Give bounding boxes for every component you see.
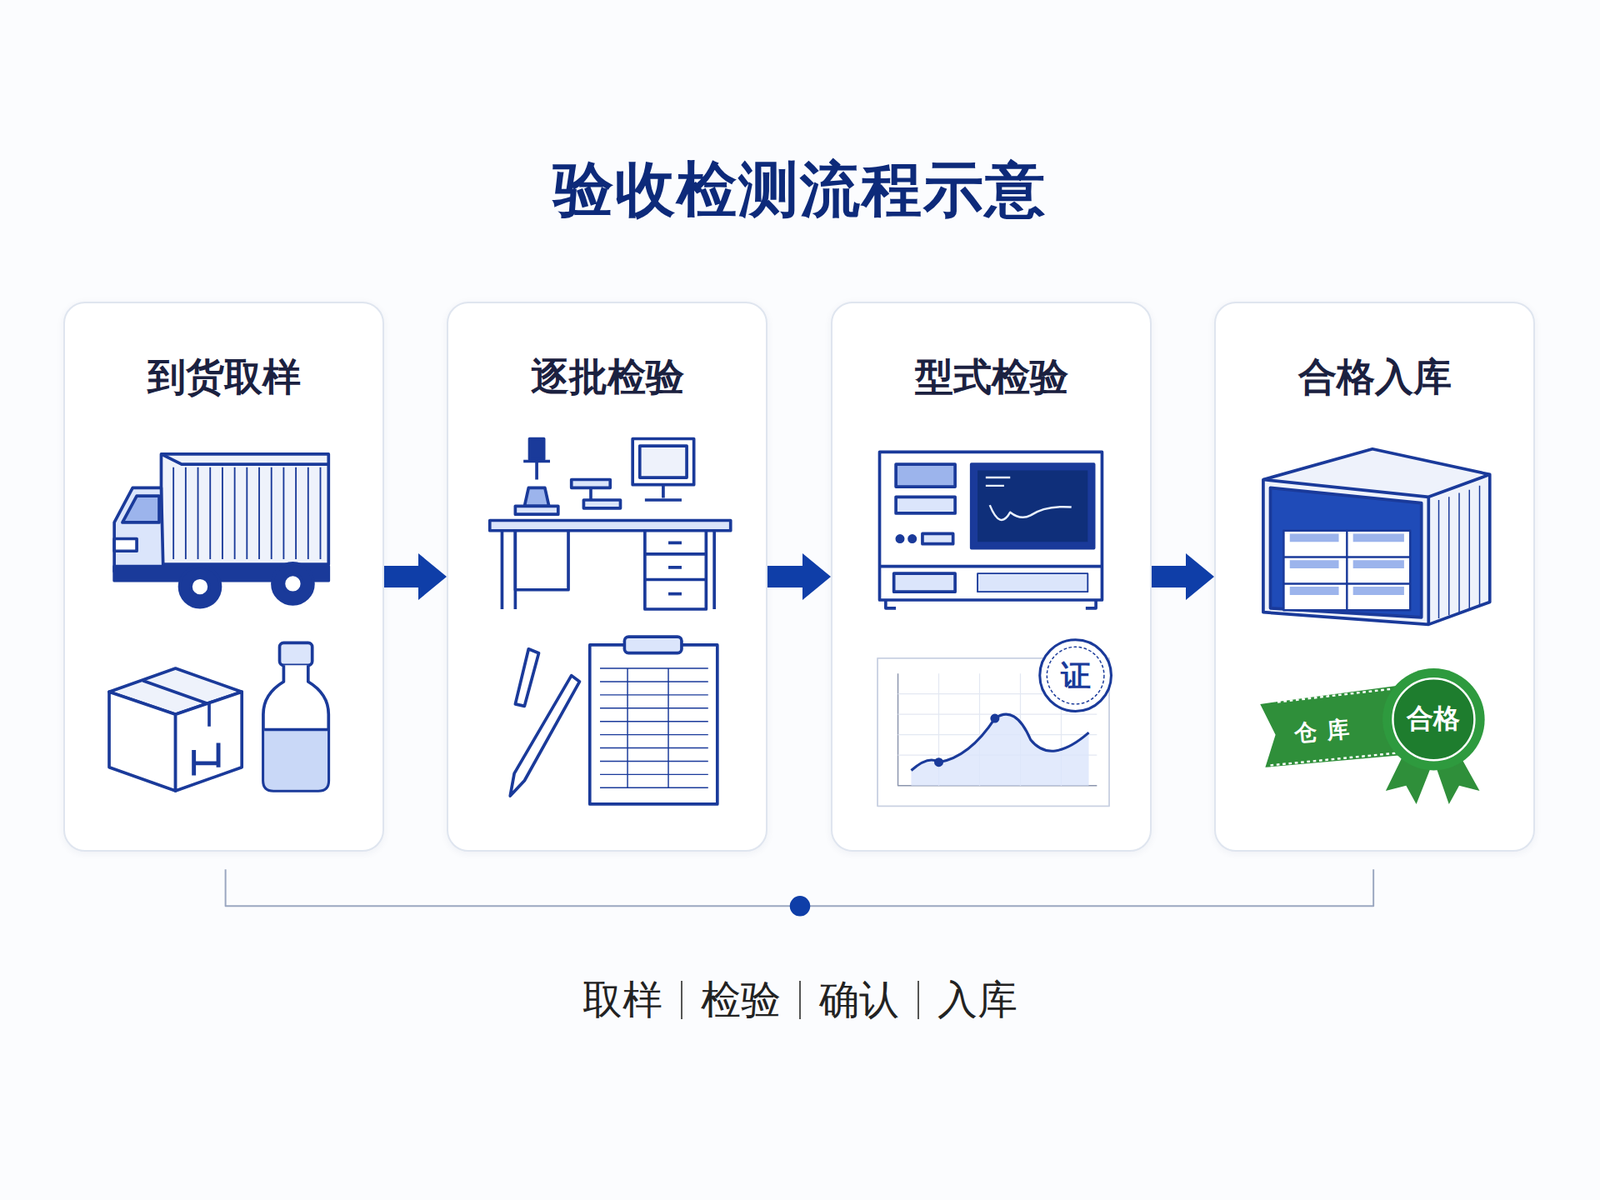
flow-arrow — [1151, 553, 1215, 600]
card-heading: 逐批检验 — [448, 351, 766, 404]
process-card: 到货取样 — [63, 301, 385, 852]
icon-text: 合格 — [1406, 700, 1460, 738]
process-card: 型式检验 — [830, 301, 1152, 852]
process-card: 合格入库 — [1214, 301, 1535, 852]
diagram-title: 验收检测流程示意 — [0, 150, 1600, 230]
separator-bar — [680, 980, 683, 1020]
step-word: 取样 — [582, 973, 663, 1027]
flow-arrow — [767, 553, 831, 600]
bracket-dot — [790, 895, 810, 916]
step-summary-row: 取样检验确认入库 — [0, 973, 1600, 1027]
card-heading: 型式检验 — [832, 351, 1150, 404]
step-word: 检验 — [700, 973, 781, 1027]
step-word: 确认 — [819, 973, 900, 1027]
card-heading: 合格入库 — [1215, 351, 1534, 404]
icon-text: 证 — [1060, 655, 1091, 696]
card-heading: 到货取样 — [65, 351, 383, 404]
flow-arrow — [384, 553, 447, 600]
bracket-line — [225, 869, 1375, 906]
icon-text: 仓库 — [1292, 712, 1360, 749]
separator-bar — [917, 980, 920, 1020]
process-card: 逐批检验 — [446, 301, 768, 852]
step-word: 入库 — [937, 973, 1018, 1027]
separator-bar — [799, 980, 801, 1020]
